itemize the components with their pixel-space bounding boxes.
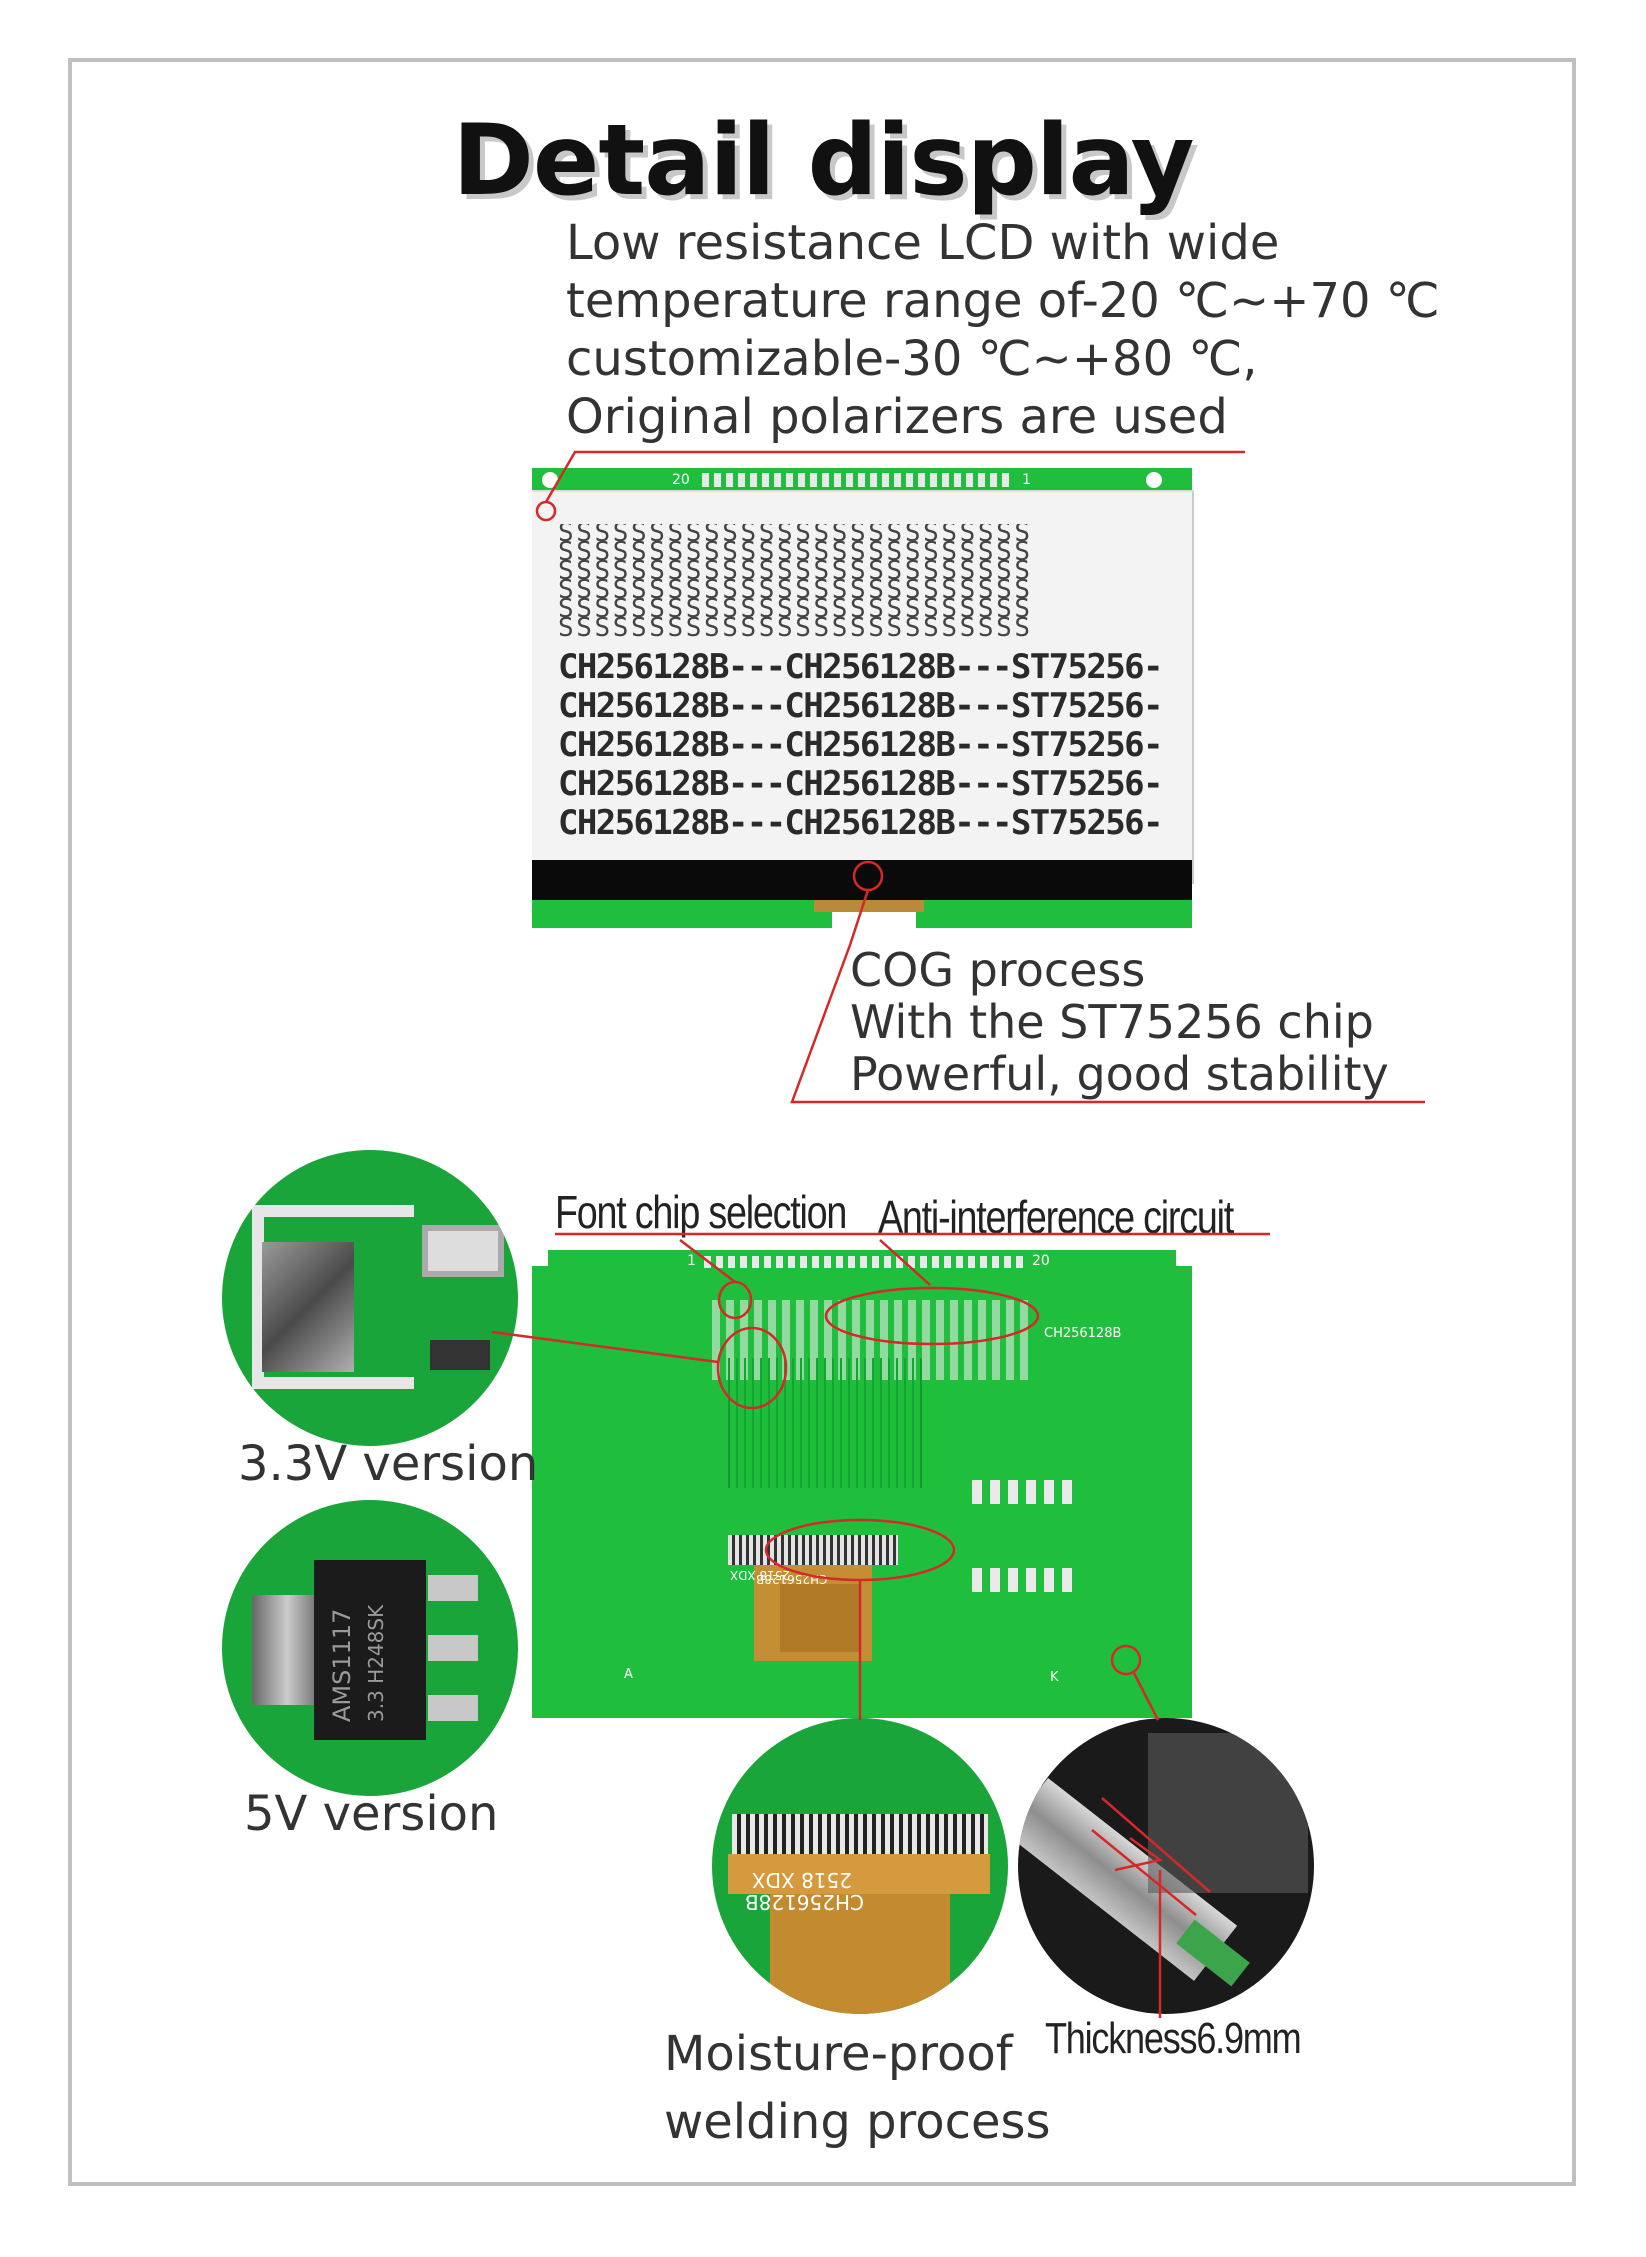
- chip-lead: [428, 1575, 478, 1601]
- smd-resistor: [422, 1225, 504, 1277]
- lcd-display-content: SSSSSSSSSSSSSSSSSSSSSSSSSS SSSSSSSSSSSSS…: [558, 524, 1178, 844]
- pin-header: [704, 1256, 1024, 1268]
- solder-pad: [262, 1242, 354, 1372]
- chip-lead: [428, 1695, 478, 1721]
- callout-marker: [1110, 1644, 1142, 1676]
- label-3v3-version: 3.3V version: [238, 1436, 539, 1492]
- lcd-text-row: CH256128B---CH256128B---ST75256-: [558, 764, 1163, 804]
- lcd-s-row: SSSSSSSSSSSSSSSSSSSSSSSSSS: [558, 524, 1033, 548]
- cog-line: With the ST75256 chip: [850, 995, 1374, 1049]
- glass-panel: [1148, 1733, 1308, 1893]
- lcd-text-row: CH256128B---CH256128B---ST75256-: [558, 647, 1163, 687]
- callout-marker: [716, 1326, 788, 1410]
- pin-label: 1: [1022, 472, 1031, 488]
- fpc-connector: [728, 1535, 898, 1565]
- fpc-neck: [780, 1584, 860, 1652]
- page-title: Detail display: [452, 104, 1195, 218]
- callout-line: [679, 1239, 736, 1283]
- arrow-head: [1114, 1836, 1163, 1872]
- callout-marker: [824, 1286, 1040, 1346]
- pin-label: 20: [1032, 1253, 1050, 1269]
- pcb-bottom-left: [532, 900, 832, 928]
- pin-header: [702, 473, 1012, 487]
- mount-hole: [542, 472, 558, 488]
- callout-pcb: [491, 1232, 1270, 1721]
- board-model: CH256128B: [1044, 1326, 1122, 1341]
- edge-line: [1101, 1797, 1211, 1893]
- lcd-text-row: CH256128B---CH256128B---ST75256-: [558, 803, 1163, 843]
- page-frame: [68, 58, 1576, 2186]
- callout-line: [491, 1330, 719, 1364]
- pcb-bottom-right: [916, 900, 1192, 928]
- label-thickness: Thickness6.9mm: [1045, 2014, 1302, 2063]
- cog-description: COG process With the ST75256 chip Powerf…: [850, 944, 1389, 1100]
- label-welding-process: welding process: [664, 2094, 1051, 2150]
- callout-marker: [535, 500, 557, 522]
- lcd-text-row: CH256128B---CH256128B---ST75256-: [558, 725, 1163, 765]
- pcb-outline: [252, 1205, 414, 1389]
- chip-tab: [252, 1595, 322, 1705]
- fpc-body: [770, 1894, 950, 2014]
- feature-description: Low resistance LCD with wide temperature…: [566, 214, 1440, 446]
- desc-line: temperature range of-20 ℃~+70 ℃: [566, 273, 1440, 329]
- lcd-black-band: [532, 860, 1192, 900]
- regulator-chip: [314, 1560, 426, 1740]
- board-corner: [532, 1250, 548, 1266]
- zoom-fpc-welding: 2518 XDX CH256128B: [712, 1718, 1008, 2014]
- label-moisture-proof: Moisture-proof: [664, 2026, 1013, 2082]
- fpc-tail: [814, 900, 924, 912]
- lcd-s-row: SSSSSSSSSSSSSSSSSSSSSSSSSS: [558, 575, 1033, 605]
- pin-label: 1: [687, 1253, 696, 1269]
- mark-k: K: [1050, 1670, 1059, 1685]
- pcb-traces: [728, 1358, 922, 1488]
- callout-marker: [717, 1280, 753, 1320]
- fpc-connector: [732, 1814, 988, 1854]
- lcd-s-row: SSSSSSSSSSSSSSSSSSSSSSSSSS: [558, 556, 1033, 586]
- zoom-3v3-version: [222, 1150, 518, 1446]
- callout-line: [1132, 1672, 1160, 1721]
- lcd-module-front: 20 1 SSSSSSSSSSSSSSSSSSSSSSSSSS SSSSSSSS…: [532, 468, 1194, 928]
- callout-line: [790, 889, 1425, 1104]
- callout-line: [879, 1239, 931, 1286]
- desc-line: Low resistance LCD with wide: [566, 215, 1280, 271]
- thickness-marker: [1091, 1797, 1211, 2018]
- lcd-text-row: CH256128B---CH256128B---ST75256-: [558, 686, 1163, 726]
- board-corner: [1176, 1250, 1192, 1266]
- smd-component: [430, 1340, 490, 1370]
- edge-line: [1091, 1829, 1197, 1916]
- lcd-s-row: SSSSSSSSSSSSSSSSSSSSSSSSSS: [558, 594, 1033, 624]
- fpc-top: [728, 1854, 990, 1894]
- lcd-glass: [532, 490, 1194, 884]
- callout-marker: [852, 860, 884, 892]
- label-font-chip: Font chip selection: [555, 1186, 847, 1238]
- lcd-s-row: SSSSSSSSSSSSSSSSSSSSSSSSSS: [558, 537, 1033, 567]
- resistor-block: [972, 1568, 1072, 1592]
- cog-line: Powerful, good stability: [850, 1047, 1389, 1101]
- pin-label: 20: [672, 472, 690, 488]
- callout-line: [544, 450, 1245, 503]
- resistor-block: [972, 1480, 1072, 1504]
- callout-cog: [790, 860, 1425, 1104]
- callout-marker: [764, 1518, 956, 1582]
- zoom-5v-version: AMS1117 3.3 H248SK: [222, 1500, 518, 1796]
- mount-hole: [1146, 472, 1162, 488]
- chip-lead: [428, 1635, 478, 1661]
- lcd-s-row: SSSSSSSSSSSSSSSSSSSSSSSSSS: [558, 613, 1033, 643]
- mark-a: A: [624, 1667, 633, 1682]
- desc-line: Original polarizers are used: [566, 389, 1228, 445]
- label-5v-version: 5V version: [244, 1786, 499, 1842]
- zoom-thickness: [1018, 1718, 1314, 2014]
- cog-line: COG process: [850, 943, 1146, 997]
- desc-line: customizable-30 ℃~+80 ℃,: [566, 331, 1258, 387]
- callout-top: [535, 450, 1245, 522]
- pcb-back-board: 1 20 CH256128B CH256128B 2518 XDX A K: [532, 1250, 1192, 1718]
